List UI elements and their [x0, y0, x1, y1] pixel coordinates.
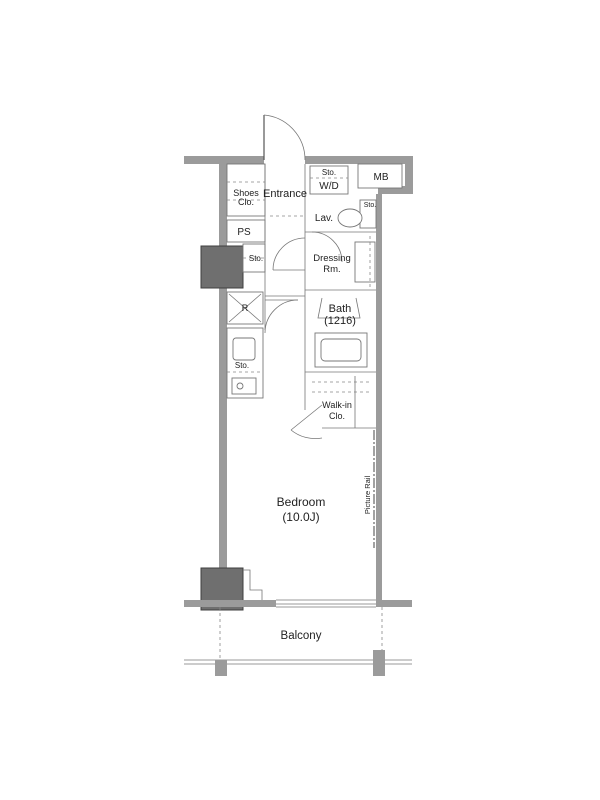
- sto-kitchen-label: Sto.: [235, 361, 249, 370]
- left-wall: [219, 164, 227, 570]
- walkin-label-2: Clo.: [329, 411, 345, 421]
- entrance-label: Entrance: [263, 188, 307, 200]
- bedroom-label-2: (10.0J): [282, 510, 319, 524]
- balcony-area: [184, 607, 412, 676]
- entrance-door[interactable]: [263, 114, 306, 161]
- door-kitchen[interactable]: [264, 299, 299, 334]
- sto-entry-label: Sto.: [249, 254, 263, 263]
- toilet: [337, 199, 377, 229]
- bath-label-1: Bath: [329, 303, 352, 315]
- refrigerator-label: R: [242, 303, 249, 313]
- right-wall: [376, 194, 382, 600]
- sto-lav-label: Sto.: [364, 202, 377, 209]
- washer-dryer-space: [309, 165, 349, 195]
- wd-label: W/D: [319, 181, 338, 192]
- dressing-room: [354, 236, 376, 290]
- bath: [314, 297, 368, 368]
- shoes-label-1: Shoes: [233, 188, 259, 198]
- mb-label: MB: [374, 172, 389, 183]
- picture-rail-label: Picture Rail: [363, 476, 372, 515]
- bottom-wall: [184, 599, 412, 608]
- bath-label-2: (1216): [324, 315, 356, 327]
- dressing-label-2: Rm.: [323, 264, 340, 275]
- sto-wd-label: Sto.: [322, 168, 336, 177]
- walkin-closet: [312, 376, 376, 429]
- mb-box: [357, 163, 403, 189]
- ps-label: PS: [237, 227, 251, 238]
- door-dressing[interactable]: [272, 237, 306, 271]
- column-left-mid: [200, 245, 244, 289]
- kitchen: [226, 291, 264, 399]
- shoes-closet: [226, 163, 266, 217]
- bedroom-label-1: Bedroom: [277, 495, 326, 509]
- walkin-label-1: Walk-in: [322, 400, 352, 410]
- shoes-label-2: Clo.: [238, 197, 254, 207]
- lav-label: Lav.: [315, 213, 333, 224]
- top-wall: [184, 156, 413, 194]
- dressing-label-1: Dressing: [313, 253, 351, 264]
- door-walkin[interactable]: [290, 404, 323, 439]
- balcony-label: Balcony: [281, 630, 322, 642]
